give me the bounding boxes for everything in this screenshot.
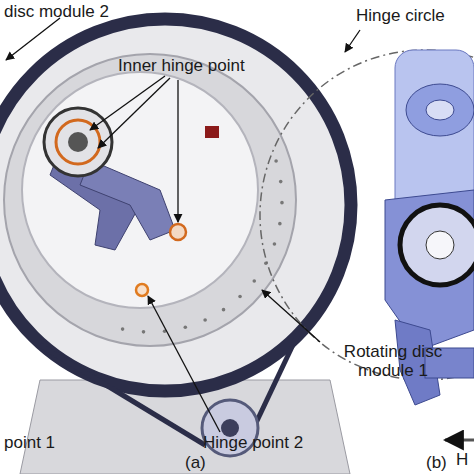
direction-arrow (445, 439, 474, 442)
disc-hole (273, 242, 277, 246)
part-label: Inner hinge point (118, 56, 245, 75)
disc-hole (222, 308, 226, 312)
rotating-disc-1 (4, 54, 296, 346)
inner-hinge-point (170, 224, 186, 240)
part-label: Hinge circle (356, 6, 445, 25)
leader-line (90, 76, 165, 130)
disc (406, 84, 474, 136)
disc-hole (278, 222, 282, 226)
part-label: point 1 (4, 433, 55, 452)
disc-bore (426, 100, 454, 120)
leader-line (177, 80, 178, 222)
disc-hole (121, 327, 125, 331)
marker-block (205, 126, 219, 138)
leader-line (98, 78, 170, 148)
part-label: H (456, 450, 468, 469)
hinge-circle (260, 50, 474, 380)
disc-hole (274, 159, 278, 163)
belt (40, 345, 205, 445)
disc-hole (203, 318, 207, 322)
leader-line (148, 296, 220, 432)
part-label: Rotating disc module 1 (318, 342, 468, 380)
hub (44, 108, 112, 176)
leader-line (6, 18, 60, 60)
disc-hole (280, 201, 284, 205)
disc-hole (252, 279, 256, 283)
disc-hole (184, 325, 188, 329)
disc-hole (142, 330, 146, 334)
leader-line (345, 30, 360, 52)
part-label: disc module 2 (4, 2, 109, 21)
bearing-ring (400, 205, 474, 285)
disc-hole (238, 295, 242, 299)
rotating-disc-2 (22, 72, 258, 308)
hub-bore (68, 132, 88, 152)
disc-hole (279, 180, 283, 184)
part-label: Hinge point 2 (203, 433, 303, 452)
part-label: (a) (185, 453, 206, 472)
leader-line (262, 290, 320, 342)
bearing-bore (426, 231, 454, 259)
belt (255, 330, 300, 425)
inner-hinge-point (56, 120, 100, 164)
part-label: (b) (426, 453, 447, 472)
hinge-point-2 (136, 284, 148, 296)
